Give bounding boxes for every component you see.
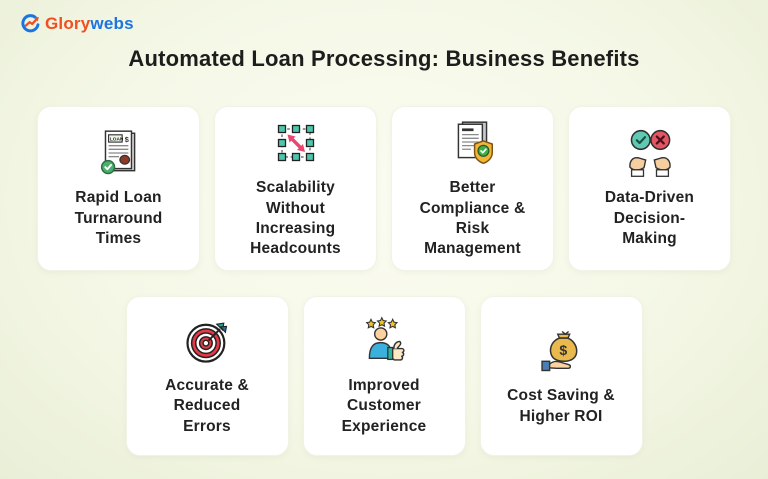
decision-hands-icon — [624, 127, 676, 179]
svg-text:LOAN: LOAN — [109, 137, 123, 143]
card-customer-experience: Improved Customer Experience — [302, 296, 466, 456]
card-label: Scalability Without Increasing Headcount… — [250, 179, 341, 258]
loan-document-icon: LOAN $ — [93, 127, 145, 179]
card-cost-saving: $ Cost Saving & Higher ROI — [479, 296, 643, 456]
logo-text-glory: Glory — [45, 13, 91, 33]
benefits-grid: LOAN $ Rapid Loan Turnaround Times — [0, 106, 768, 456]
target-dart-icon — [181, 315, 233, 367]
money-bag-hand-icon: $ — [535, 325, 587, 377]
benefits-row-1: LOAN $ Rapid Loan Turnaround Times — [37, 106, 731, 271]
card-label: Cost Saving & Higher ROI — [507, 387, 615, 425]
page-title: Automated Loan Processing: Business Bene… — [128, 46, 640, 71]
card-label: Better Compliance & Risk Management — [419, 179, 526, 258]
card-scalability: Scalability Without Increasing Headcount… — [214, 106, 377, 271]
card-label: Accurate & Reduced Errors — [165, 376, 249, 435]
card-label: Improved Customer Experience — [341, 376, 427, 435]
glorywebs-logo-icon — [20, 13, 41, 34]
customer-thumbs-up-icon — [358, 315, 410, 367]
svg-text:$: $ — [124, 135, 128, 144]
svg-text:$: $ — [559, 342, 567, 358]
card-rapid-loan-turnaround: LOAN $ Rapid Loan Turnaround Times — [37, 106, 200, 271]
compliance-shield-icon — [447, 117, 499, 169]
card-label: Rapid Loan Turnaround Times — [74, 189, 163, 248]
card-compliance-risk: Better Compliance & Risk Management — [391, 106, 554, 271]
card-label: Data-Driven Decision- Making — [604, 189, 695, 248]
logo-text-webs: webs — [90, 13, 134, 33]
card-data-driven: Data-Driven Decision- Making — [568, 106, 731, 271]
benefits-row-2: Accurate & Reduced Errors — [125, 296, 643, 456]
scalability-icon — [270, 117, 322, 169]
card-accurate-errors: Accurate & Reduced Errors — [125, 296, 289, 456]
